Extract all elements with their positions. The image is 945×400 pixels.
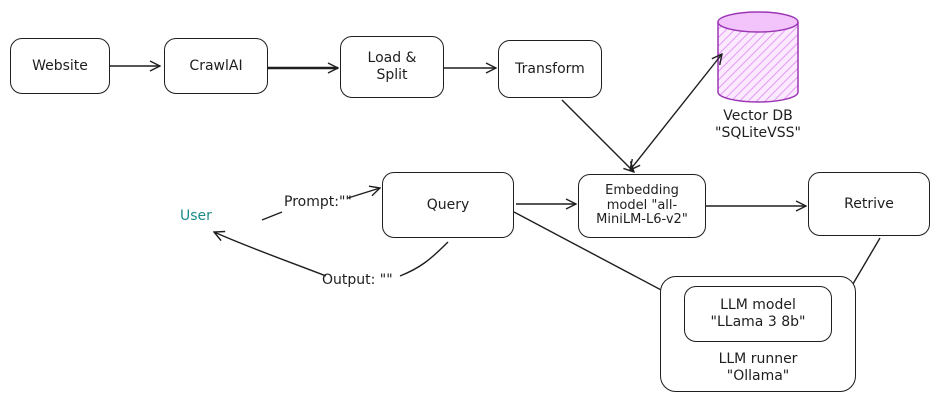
node-crawlai: CrawlAI: [164, 38, 268, 94]
node-embedding-label: Embedding model "all- MiniLM-L6-v2": [596, 182, 688, 228]
edge-embedding-vector-db: [630, 54, 722, 170]
node-embedding: Embedding model "all- MiniLM-L6-v2": [578, 174, 706, 238]
node-crawlai-label: CrawlAI: [189, 57, 243, 74]
node-transform-label: Transform: [515, 60, 585, 77]
node-retrive: Retrive: [808, 172, 930, 236]
edge-query-llm: [513, 211, 680, 300]
prompt-label: Prompt:"": [284, 194, 352, 210]
vector-db-label: Vector DB "SQLiteVSS": [715, 108, 801, 141]
node-llm-runner-label: LLM runner "Ollama": [718, 351, 798, 385]
node-website-label: Website: [32, 57, 88, 74]
user-label: User: [180, 208, 212, 224]
node-llm-model-label: LLM model "LLama 3 8b": [710, 297, 806, 330]
node-llm-model: LLM model "LLama 3 8b": [684, 286, 832, 342]
node-retrive-label: Retrive: [844, 195, 894, 212]
node-query-label: Query: [426, 196, 470, 213]
node-query: Query: [382, 172, 514, 238]
node-transform: Transform: [498, 40, 602, 98]
edge-user-query-arrow: [347, 188, 380, 199]
node-website: Website: [10, 38, 110, 94]
node-load-split: Load & Split: [340, 36, 444, 98]
edge-transform-embedding: [561, 99, 634, 172]
edge-query-user-arrow: [214, 232, 327, 277]
edge-user-query: [261, 211, 283, 221]
vector-db-cylinder: [717, 11, 799, 103]
output-label: Output: "": [322, 272, 393, 288]
edge-query-user: [399, 241, 449, 277]
node-load-split-label: Load & Split: [367, 50, 417, 83]
